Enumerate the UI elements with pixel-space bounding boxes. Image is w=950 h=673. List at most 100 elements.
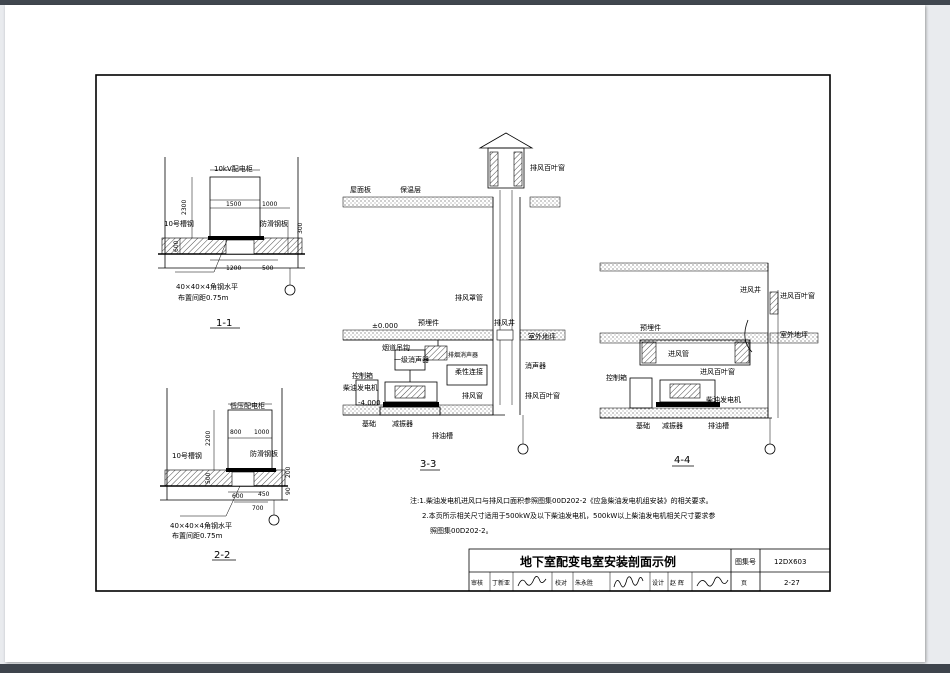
- label-generator: 柴油发电机: [343, 383, 378, 392]
- label-level-0: ±0.000: [372, 322, 398, 330]
- note-line-3: 照图集00D202-2。: [430, 526, 493, 535]
- label-angle: 40×40×4角钢水平: [176, 282, 238, 291]
- label-exhaust-shaft: 排风井: [494, 318, 515, 327]
- label-level-4: -4.000: [358, 399, 381, 407]
- dim-600: 600: [173, 240, 180, 252]
- section-title-4-4: 4-4: [674, 455, 690, 466]
- section-1-1: 10kV配电柜 2300 1500 1000 600 1200 500 300 …: [158, 157, 305, 329]
- label-spacing-2: 布置间距0.75m: [172, 531, 223, 540]
- axis-bubble-3: [517, 443, 529, 455]
- label-flex: 柔性连接: [455, 367, 483, 376]
- checker-signature: [613, 576, 644, 588]
- label-louver: 排风百叶窗: [530, 163, 565, 172]
- section-title-3-3: 3-3: [420, 459, 436, 470]
- label-ctrl-box-4: 控制箱: [606, 373, 627, 382]
- section-3-3: 排风百叶窗 屋面板 保温层 排风罩管 排风井 ±0.000 预埋件 烟道吊钩 一…: [342, 132, 566, 471]
- label-exhaust-wall: 排风窗: [462, 391, 483, 400]
- label-foundation: 基础: [362, 419, 376, 428]
- drawing-border: [95, 74, 831, 592]
- label-damper-4: 减振器: [662, 421, 683, 430]
- dim-500: 500: [262, 265, 274, 272]
- reviewer-signature: [517, 576, 547, 587]
- label-embed-4: 预埋件: [640, 323, 661, 332]
- dim-1000: 1000: [262, 201, 277, 208]
- label-ground-4: 室外地坪: [780, 330, 808, 339]
- label-channel-2: 10号槽钢: [172, 451, 202, 460]
- atlas-number: 12DX603: [774, 558, 806, 566]
- label-lv-cabinet: 低压配电柜: [230, 401, 265, 410]
- label-plate: 防滑钢板: [260, 219, 288, 228]
- label-ctrl-box: 控制箱: [352, 371, 373, 380]
- label-muffler1: 一级消声器: [394, 355, 429, 364]
- page-label: 页: [741, 580, 747, 587]
- check-label: 校对: [555, 579, 567, 587]
- label-oil-trench: 排油槽: [432, 431, 453, 440]
- intake-duct: [639, 339, 751, 366]
- label-muffler3: 消声器: [525, 361, 546, 370]
- page-number: 2-27: [784, 579, 800, 587]
- dim-2300: 2300: [181, 200, 188, 215]
- cable-trench: [225, 239, 255, 255]
- lv-cable-trench: [231, 471, 255, 487]
- axis-bubble: [284, 284, 296, 296]
- atlas-label: 图集号: [735, 557, 756, 566]
- control-box: [355, 379, 379, 406]
- dim-2200: 2200: [205, 431, 212, 446]
- notes: 注:1.柴油发电机进风口与排风口面积参照图集00D202-2《应急柴油发电机组安…: [410, 496, 715, 535]
- label-roof-slab: 屋面板: [350, 185, 371, 194]
- reviewer-name: 丁新亚: [492, 579, 510, 587]
- drawing-title: 地下室配变电室安装剖面示例: [520, 554, 676, 569]
- label-smoke-duct: 烟道吊钩: [382, 343, 410, 352]
- dim-1500: 1500: [226, 201, 241, 208]
- designer-signature: [696, 576, 729, 587]
- label-exhaust-hood: 排风罩管: [455, 293, 483, 302]
- dim-200: 200: [285, 466, 292, 478]
- dim-1000-b: 1000: [254, 429, 269, 436]
- label-louver2: 排风百叶窗: [525, 391, 560, 400]
- section-title-2-2: 2-2: [214, 550, 230, 561]
- note-line-1: 注:1.柴油发电机进风口与排风口面积参照图集00D202-2《应急柴油发电机组安…: [410, 496, 713, 505]
- review-label: 审核: [471, 579, 483, 587]
- label-muffler2: 排烟消声器: [448, 351, 478, 359]
- label-intake: 进风管: [668, 349, 689, 358]
- exhaust-duct: [446, 364, 488, 386]
- label-hv-cabinet: 10kV配电柜: [214, 164, 253, 173]
- design-label: 设计: [652, 579, 664, 587]
- label-plate-2: 防滑钢板: [250, 449, 278, 458]
- label-angle-2: 40×40×4角钢水平: [170, 521, 232, 530]
- checker-name: 朱永胜: [575, 579, 593, 587]
- axis-bubble-4: [764, 443, 776, 455]
- label-channel: 10号槽钢: [164, 219, 194, 228]
- dim-90: 90: [285, 487, 292, 495]
- control-box-4: [629, 377, 653, 409]
- section-2-2: 低压配电柜 2200 800 1000 500 600 450 700 90 2…: [160, 388, 292, 561]
- lv-cabinet: [227, 409, 273, 471]
- roof-hood: [478, 132, 534, 149]
- viewer-top-bar: [0, 0, 950, 5]
- label-louver-in: 进风百叶窗: [700, 367, 735, 376]
- dim-700: 700: [252, 505, 264, 512]
- note-line-2: 2.本页所示相关尺寸适用于500kW及以下柴油发电机，500kW以上柴油发电机相…: [422, 511, 715, 520]
- title-block: 地下室配变电室安装剖面示例 图集号 12DX603 审核 丁新亚 校对 朱永胜 …: [468, 548, 831, 592]
- section-4-4: 进风百叶窗 进风井 室外地坪 预埋件 进风管 进风百叶窗 控制箱 柴油发电机 基…: [599, 262, 819, 467]
- dim-450: 450: [258, 491, 270, 498]
- label-insulation: 保温层: [400, 185, 421, 194]
- label-spacing: 布置间距0.75m: [178, 293, 229, 302]
- dim-800: 800: [230, 429, 242, 436]
- viewer-bottom-bar: [0, 664, 950, 673]
- label-embed: 预埋件: [418, 318, 439, 327]
- label-ground: 室外地坪: [528, 332, 556, 341]
- dim-500-b: 500: [205, 472, 212, 484]
- section-title-1-1: 1-1: [216, 318, 232, 329]
- dim-1200: 1200: [226, 265, 241, 272]
- designer-name: 赵 辉: [670, 579, 684, 587]
- label-damper: 减振器: [392, 419, 413, 428]
- axis-bubble-2: [268, 514, 280, 526]
- dim-300: 300: [297, 222, 304, 234]
- label-intake-shaft: 进风井: [740, 285, 761, 294]
- dim-600-b: 600: [232, 493, 244, 500]
- label-generator-4: 柴油发电机: [706, 395, 741, 404]
- exhaust-louver-box: [487, 147, 525, 189]
- label-foundation-4: 基础: [636, 421, 650, 430]
